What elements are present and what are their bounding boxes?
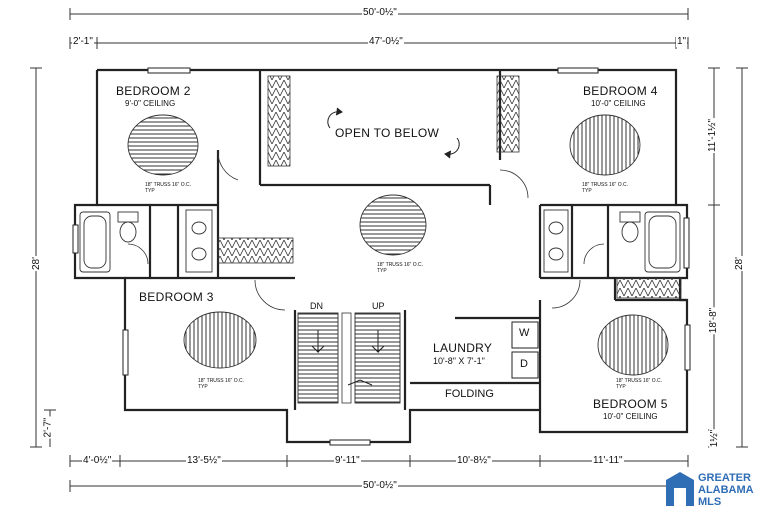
logo-line-3: MLS xyxy=(698,496,722,508)
dim-top-right: 1" xyxy=(676,36,688,47)
open-below-arrows xyxy=(327,107,460,159)
bedroom-2-ceiling: 9'-0" CEILING xyxy=(125,99,176,108)
dim-right-bottom: 1½" xyxy=(709,428,721,449)
bathroom-right xyxy=(543,209,681,273)
stair-down-label: DN xyxy=(310,301,323,311)
truss-note-bedroom-5: 18" TRUSS 16" O.C.TYP xyxy=(616,378,662,390)
dim-right-mid: 18'-8" xyxy=(708,306,720,335)
folding-label: FOLDING xyxy=(445,388,494,400)
bedroom-2-label: BEDROOM 2 xyxy=(116,84,191,98)
open-to-below-label: OPEN TO BELOW xyxy=(335,126,440,140)
dim-top-overall: 50'-0½" xyxy=(362,7,398,18)
door-swings xyxy=(127,149,605,311)
stair-arrows xyxy=(311,330,385,386)
stair-up-label: UP xyxy=(372,301,385,311)
dim-top-mid: 47'-0½" xyxy=(368,36,404,47)
dim-bottom-1: 4'-0½" xyxy=(82,455,113,466)
dim-left-total: 28' xyxy=(31,255,43,272)
truss-note-bedroom-2: 18" TRUSS 16" O.C.TYP xyxy=(145,182,191,194)
dryer-label: D xyxy=(520,358,528,370)
bedroom-3-label: BEDROOM 3 xyxy=(139,290,214,304)
dim-bottom-4: 10'-8½" xyxy=(456,455,492,466)
truss-note-bedroom-4: 18" TRUSS 16" O.C.TYP xyxy=(582,182,628,194)
bedroom-4-label: BEDROOM 4 xyxy=(583,84,658,98)
dim-right-top: 11'-1½" xyxy=(707,117,719,154)
logo-line-2: ALABAMA xyxy=(698,484,754,496)
bathroom-left xyxy=(79,209,213,273)
dim-bottom-5: 11'-11" xyxy=(592,455,624,466)
dim-left-small: 2'-7" xyxy=(42,416,54,439)
logo-line-1: GREATER xyxy=(698,472,751,484)
laundry-size: 10'-8" X 7'-1" xyxy=(433,356,485,366)
dim-bottom-overall: 50'-0½" xyxy=(362,480,398,491)
dim-top-left: 2'-1" xyxy=(72,36,94,47)
bedroom-5-ceiling: 10'-0" CEILING xyxy=(603,412,658,421)
truss-note-bedroom-3: 18" TRUSS 16" O.C.TYP xyxy=(198,378,244,390)
stair-treads xyxy=(297,312,401,404)
dim-bottom-3: 9'-11" xyxy=(334,455,361,466)
truss-note-hall: 18" TRUSS 16" O.C.TYP xyxy=(377,262,423,274)
dim-bottom-2: 13'-5½" xyxy=(186,455,222,466)
ceiling-fixtures xyxy=(127,114,669,376)
closets xyxy=(217,75,682,299)
laundry-label: LAUNDRY xyxy=(433,341,493,355)
greater-alabama-mls-logo: GREATER ALABAMA MLS xyxy=(662,470,778,512)
dim-right-total: 28' xyxy=(734,255,746,272)
bedroom-4-ceiling: 10'-0" CEILING xyxy=(591,99,646,108)
logo-mark xyxy=(666,472,694,506)
windows xyxy=(72,67,691,446)
washer-label: W xyxy=(519,327,530,339)
laundry-appliances xyxy=(511,321,539,379)
bedroom-5-label: BEDROOM 5 xyxy=(593,397,668,411)
